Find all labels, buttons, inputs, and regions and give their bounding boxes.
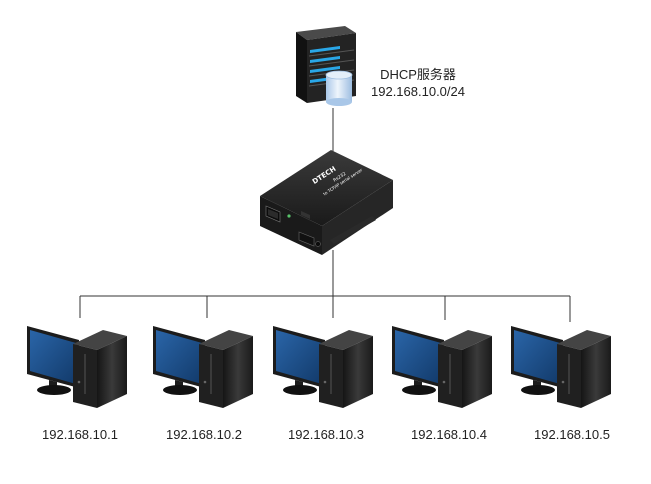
computer-icon [392,326,492,408]
client-ip-label: 192.168.10.5 [534,427,610,442]
server-icon [296,26,356,103]
server-subnet: 192.168.10.0/24 [371,84,465,99]
client-ip-label: 192.168.10.1 [42,427,118,442]
serial-device-server-icon [260,150,393,255]
server-title: DHCP服务器 [380,67,456,82]
server-label: DHCP服务器 192.168.10.0/24 [358,66,478,100]
computer-icon [153,326,253,408]
computer-icon [273,326,373,408]
client-ip-label: 192.168.10.2 [166,427,242,442]
database-icon [325,70,353,106]
client-ip-label: 192.168.10.3 [288,427,364,442]
computer-icon [511,326,611,408]
client-ip-label: 192.168.10.4 [411,427,487,442]
server-led-strips [310,46,340,83]
computer-icon [27,326,127,408]
